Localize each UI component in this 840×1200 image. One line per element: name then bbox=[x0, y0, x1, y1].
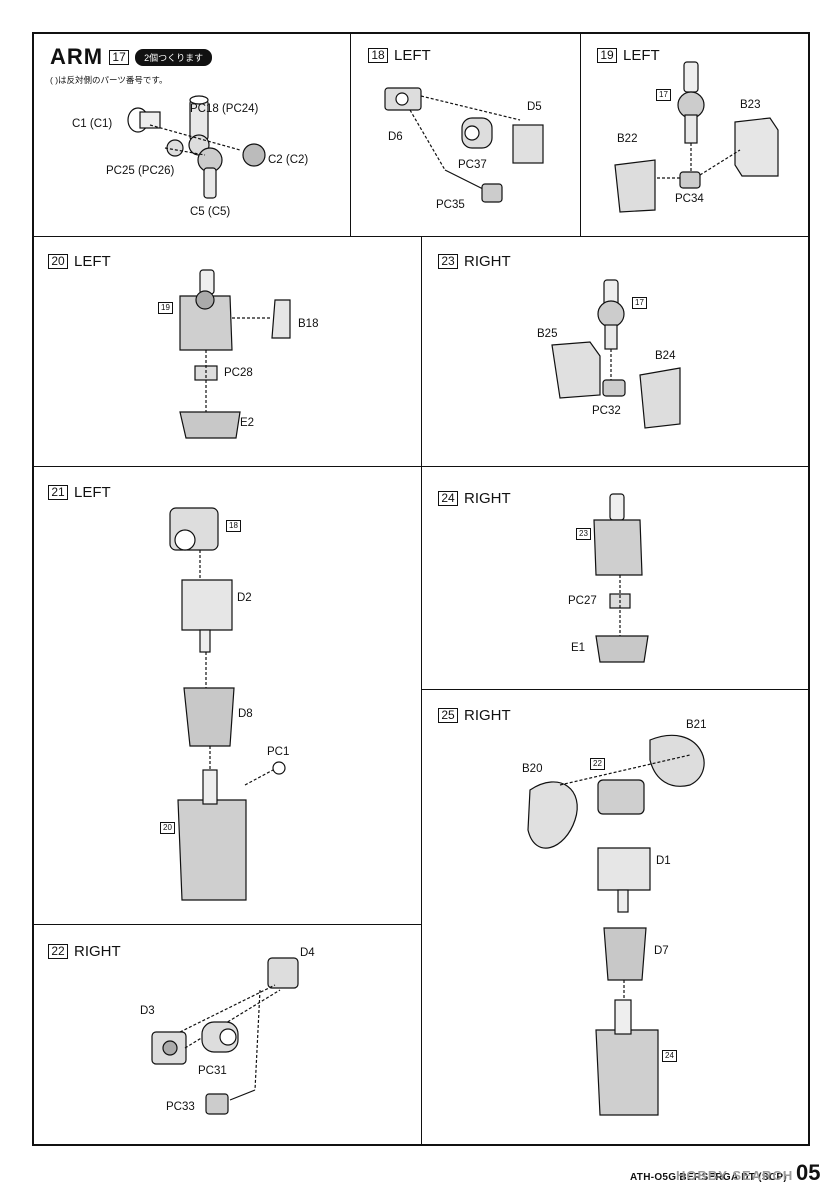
step-22-drawing bbox=[151, 957, 299, 1115]
step-side: RIGHT bbox=[74, 943, 121, 960]
ref-step: 18 bbox=[226, 520, 241, 532]
step-number: 23 bbox=[438, 254, 458, 269]
arm-header: ARM 17 2個つくります bbox=[50, 44, 213, 70]
part-label: PC37 bbox=[458, 159, 487, 171]
step-side: RIGHT bbox=[464, 253, 511, 270]
part-label: PC33 bbox=[166, 1101, 195, 1113]
part-label: E1 bbox=[571, 642, 586, 654]
part-label: D2 bbox=[237, 592, 252, 604]
step-18-drawing bbox=[384, 87, 544, 203]
step-side: LEFT bbox=[74, 484, 111, 501]
opposite-side-note: ( )は反対側のパーツ番号です。 bbox=[50, 75, 168, 85]
part-label: B21 bbox=[686, 719, 707, 731]
step-21-title: 21 LEFT bbox=[48, 484, 111, 501]
step-side: LEFT bbox=[394, 47, 431, 64]
part-label: B20 bbox=[522, 763, 543, 775]
part-label: B22 bbox=[617, 133, 638, 145]
part-label: C5 (C5) bbox=[190, 206, 231, 218]
part-label: C1 (C1) bbox=[72, 118, 113, 130]
part-label: PC18 (PC24) bbox=[190, 103, 259, 115]
step-23-title: 23 RIGHT bbox=[438, 253, 511, 270]
ref-step: 24 bbox=[662, 1050, 677, 1062]
step-25-title: 25 RIGHT bbox=[438, 707, 511, 724]
ref-step: 17 bbox=[632, 297, 647, 309]
part-label: PC31 bbox=[198, 1065, 227, 1077]
part-label: D1 bbox=[656, 855, 671, 867]
step-24-drawing bbox=[593, 493, 649, 663]
ref-step: 17 bbox=[656, 89, 671, 101]
step-number: 18 bbox=[368, 48, 388, 63]
step-side: RIGHT bbox=[464, 490, 511, 507]
part-label: D3 bbox=[140, 1005, 155, 1017]
ref-step: 19 bbox=[158, 302, 173, 314]
part-label: PC35 bbox=[436, 199, 465, 211]
part-label: D8 bbox=[238, 708, 253, 720]
step-side: LEFT bbox=[74, 253, 111, 270]
ref-step: 22 bbox=[590, 758, 605, 770]
arm-title: ARM bbox=[50, 44, 104, 69]
part-label: PC32 bbox=[592, 405, 621, 417]
col-divider-2 bbox=[580, 33, 581, 236]
part-label: E2 bbox=[240, 417, 255, 429]
make-two-badge: 2個つくります bbox=[135, 48, 213, 66]
step-19-drawing bbox=[614, 61, 779, 213]
product-code: ATH-O5G BERSERGA DT-(SCP) bbox=[630, 1172, 787, 1183]
step-number: 24 bbox=[438, 491, 458, 506]
step-18-title: 18 LEFT bbox=[368, 47, 431, 64]
part-label: PC27 bbox=[568, 595, 597, 607]
step-number: 21 bbox=[48, 485, 68, 500]
page-number: 05 bbox=[796, 1160, 821, 1185]
part-label: B18 bbox=[298, 318, 319, 330]
step-number: 17 bbox=[109, 49, 130, 65]
arm-parts-drawing bbox=[127, 95, 266, 199]
part-label: PC28 bbox=[224, 367, 253, 379]
step-number: 19 bbox=[597, 48, 617, 63]
row-divider-3 bbox=[33, 924, 421, 925]
step-side: RIGHT bbox=[464, 707, 511, 724]
step-number: 22 bbox=[48, 944, 68, 959]
step-23-drawing bbox=[551, 279, 681, 429]
col-divider-3 bbox=[421, 236, 422, 1146]
step-25-drawing bbox=[527, 734, 705, 1116]
row-divider-4 bbox=[421, 689, 809, 690]
part-label: PC25 (PC26) bbox=[106, 165, 175, 177]
col-divider-1 bbox=[350, 33, 351, 236]
part-label: D7 bbox=[654, 945, 669, 957]
ref-step: 23 bbox=[576, 528, 591, 540]
part-label: PC34 bbox=[675, 193, 704, 205]
ref-step: 20 bbox=[160, 822, 175, 834]
step-24-title: 24 RIGHT bbox=[438, 490, 511, 507]
part-label: B23 bbox=[740, 99, 761, 111]
part-label: C2 (C2) bbox=[268, 154, 309, 166]
step-21-drawing bbox=[169, 507, 286, 901]
part-label: B25 bbox=[537, 328, 558, 340]
part-label: PC1 bbox=[267, 746, 290, 758]
part-label: D4 bbox=[300, 947, 315, 959]
part-label: B24 bbox=[655, 350, 676, 362]
watermark: HOBBY SEARCH bbox=[676, 1168, 794, 1183]
part-label: D6 bbox=[388, 131, 403, 143]
step-22-title: 22 RIGHT bbox=[48, 943, 121, 960]
step-19-title: 19 LEFT bbox=[597, 47, 660, 64]
part-label: D5 bbox=[527, 101, 542, 113]
step-20-drawing bbox=[179, 269, 291, 439]
step-number: 25 bbox=[438, 708, 458, 723]
step-number: 20 bbox=[48, 254, 68, 269]
step-side: LEFT bbox=[623, 47, 660, 64]
step-20-title: 20 LEFT bbox=[48, 253, 111, 270]
